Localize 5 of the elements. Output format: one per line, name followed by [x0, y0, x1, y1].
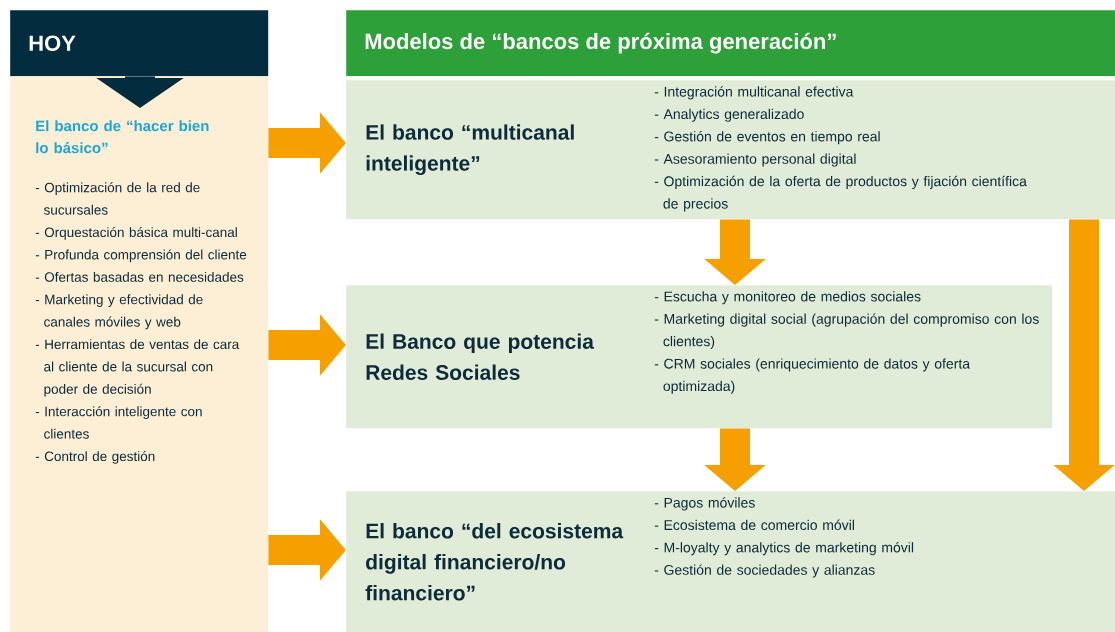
model-box: El Banco que potencia Redes Sociales - Escucha y monitoreo de medios sociales - Marketing digital social (agrupación del compromiso con los clientes) - CRM sociales (enriquecimiento de datos y oferta optimizada)	[346, 285, 1053, 429]
panel: El banco de “hacer bien lo básico” - Optimización de la red de sucursales - Orquestación básica multi-canal - Profunda comprensión del cliente - Ofertas basadas en necesidades - Marketing y efectividad de canales móviles y web - Herramientas de ventas de cara al cliente de la sucursal con poder de decisión - Interacción inteligente con clientes - Control de gestión	[10, 76, 269, 632]
header-band: Modelos de “bancos de próxima generación”	[346, 10, 1115, 77]
model-box: El banco “multicanal inteligente” - Integración multicanal efectiva - Analytics generalizado - Gestión de eventos en tiempo real - Asesoramiento personal digital - Optimización de la oferta de productos y fijación científica de precios	[346, 80, 1115, 220]
model-box: El banco “del ecosistema digital financiero/no financiero” - Pagos móviles - Ecosistema de comercio móvil - M-loyalty y analytics de marketing móvil - Gestión de sociedades y alianzas	[346, 491, 1115, 632]
